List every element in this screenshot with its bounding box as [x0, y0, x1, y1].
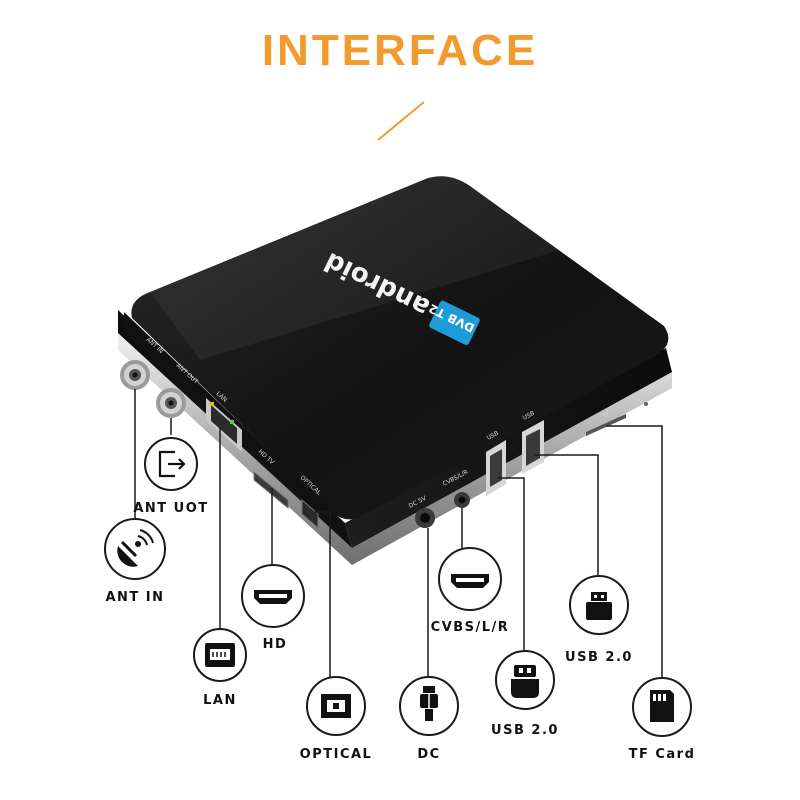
optical-connector [301, 498, 319, 530]
label-usb-b: USB 2.0 [565, 650, 633, 665]
device-side-right [345, 348, 672, 548]
label-tf: TF Card [628, 747, 696, 762]
port-label-usb1: USB [486, 430, 500, 442]
tf-slot [586, 402, 648, 436]
av-port-icon [451, 574, 489, 588]
port-label-usb2: USB [522, 410, 536, 422]
line-usb-a [498, 477, 525, 650]
line-tf [606, 425, 663, 678]
callout-lines [134, 389, 663, 678]
usb-connector-2 [522, 420, 544, 474]
label-lan: LAN [203, 693, 237, 708]
usb-plug-icon [511, 665, 539, 698]
tv-box-device: android DVB T2 ANT IN ANT OUT LAN HD TV … [118, 176, 672, 565]
exit-icon [158, 450, 186, 478]
label-optical: OPTICAL [299, 747, 373, 762]
dc-connector [415, 508, 435, 528]
callout-circles [104, 437, 692, 737]
dc-plug-icon [420, 686, 438, 721]
usb-stick-icon [586, 592, 612, 620]
accent-slash [377, 101, 425, 141]
page-title: INTERFACE [261, 26, 539, 75]
ant-out-connector [156, 388, 186, 418]
cvbs-connector [454, 492, 470, 508]
ethernet-port-icon [205, 643, 235, 667]
line-optical [314, 511, 331, 678]
ant-in-connector [120, 360, 150, 390]
logo-badge-box [429, 300, 480, 345]
device-top [131, 176, 669, 520]
optical-port-icon [321, 694, 351, 718]
callout-circle-ant-in [104, 518, 166, 580]
label-dc: DC [417, 747, 441, 762]
device-silver-rim [118, 333, 672, 565]
label-ant-in: ANT IN [105, 590, 165, 605]
sd-card-icon [650, 690, 674, 722]
hdmi-connector [253, 470, 289, 510]
satellite-dish-icon [117, 529, 154, 567]
label-usb-a: USB 2.0 [491, 723, 559, 738]
port-label-tf: TF [601, 410, 612, 420]
label-hd: HD [262, 637, 288, 652]
hdmi-port-icon [254, 590, 292, 604]
line-usb-b [534, 454, 599, 575]
lan-connector [206, 398, 242, 452]
label-cvbs: CVBS/L/R [430, 620, 510, 635]
label-ant-out: ANT UOT [133, 501, 209, 516]
